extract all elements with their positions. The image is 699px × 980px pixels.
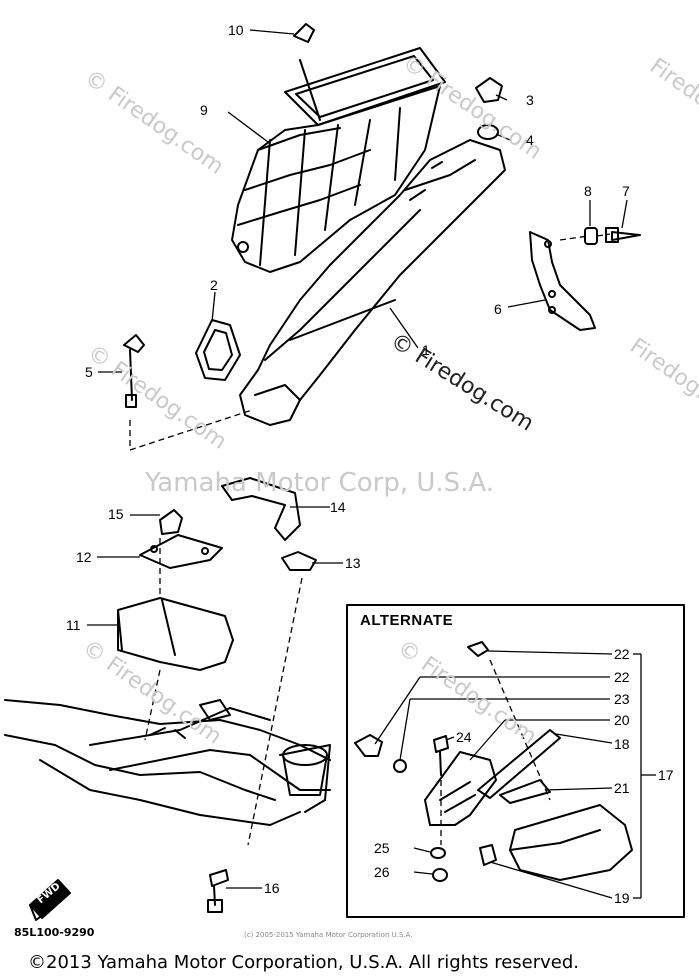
callout-7: 7	[622, 183, 630, 199]
part-code: 85L100-9290	[14, 926, 95, 939]
callout-2: 2	[210, 277, 218, 293]
alternate-parts	[354, 641, 633, 882]
bracket-part-6	[529, 231, 596, 331]
copyright-footer: ©2013 Yamaha Motor Corporation, U.S.A. A…	[28, 952, 580, 973]
callout-5: 5	[85, 364, 93, 380]
dashed-lines	[129, 233, 611, 846]
callout-6: 6	[494, 301, 502, 317]
frame-assembly	[4, 699, 331, 826]
callout-1: 1	[422, 342, 430, 358]
callout-13: 13	[345, 555, 361, 571]
callout-23: 23	[614, 691, 630, 707]
callout-18: 18	[614, 736, 630, 752]
small-hardware	[123, 23, 641, 408]
callout-25: 25	[374, 840, 390, 856]
callout-24: 24	[456, 729, 472, 745]
callout-9: 9	[200, 102, 208, 118]
alternate-title: ALTERNATE	[360, 612, 454, 629]
callout-4: 4	[526, 132, 534, 148]
callout-3: 3	[526, 92, 534, 108]
duct-part-1	[239, 139, 506, 426]
callout-19: 19	[614, 890, 630, 906]
callout-21: 21	[614, 780, 630, 796]
callout-17: 17	[658, 767, 674, 783]
gasket-part-2	[195, 319, 241, 381]
callout-12: 12	[76, 549, 92, 565]
callout-8: 8	[584, 183, 592, 199]
callout-10: 10	[228, 22, 244, 38]
tiny-copyright: (c) 2005-2015 Yamaha Motor Corporation U…	[244, 931, 413, 939]
callout-26: 26	[374, 864, 390, 880]
leader-lines	[87, 29, 656, 899]
fwd-arrow-icon	[29, 879, 71, 919]
callout-11: 11	[66, 617, 81, 633]
bolt-part-16	[207, 869, 229, 913]
callout-16: 16	[264, 880, 280, 896]
callout-22-a: 22	[614, 646, 630, 662]
callout-15: 15	[108, 506, 124, 522]
alternate-box	[346, 604, 685, 918]
callout-22-b: 22	[614, 669, 630, 685]
callout-14: 14	[330, 499, 346, 515]
callout-20: 20	[614, 712, 630, 728]
watermark-main: Yamaha Motor Corp, U.S.A.	[145, 468, 495, 498]
lower-parts	[117, 477, 317, 671]
air-box-part-9	[231, 47, 446, 273]
